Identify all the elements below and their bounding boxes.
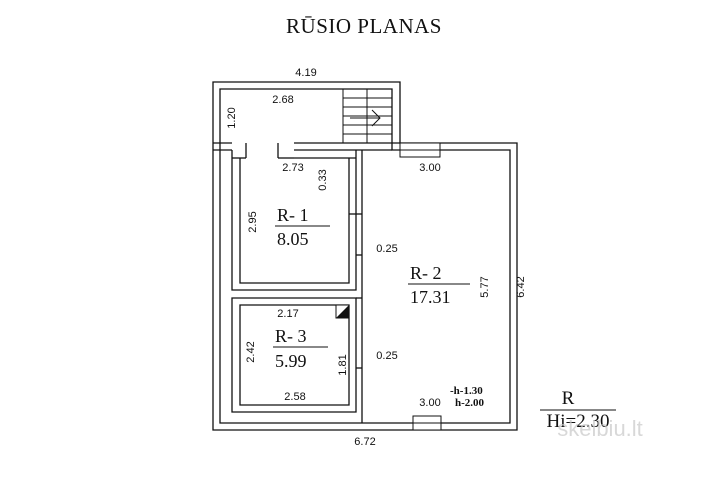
dimension-labels: 4.19 2.68 1.20 2.73 2.95 0.33 0.25 3.00 … xyxy=(226,67,527,448)
dim-r3-bottom: 2.58 xyxy=(284,391,305,403)
dim-r1-width: 2.73 xyxy=(282,162,303,174)
dim-r1-height: 2.95 xyxy=(247,211,259,232)
windows xyxy=(399,142,442,431)
dim-r3-top: 2.17 xyxy=(277,308,298,320)
legend-label: R xyxy=(562,388,575,409)
room-area: 8.05 xyxy=(277,229,309,249)
room-labels: R- 1 8.05 R- 2 17.31 R- 3 5.99 xyxy=(273,205,470,371)
dim-r3-left: 2.42 xyxy=(245,341,257,362)
room-id: R- 2 xyxy=(410,263,442,283)
dim-r2-right: 5.77 xyxy=(479,276,491,297)
room-area: 17.31 xyxy=(410,287,451,307)
dim-r2-top: 3.00 xyxy=(419,162,440,174)
dim-stair-depth: 1.20 xyxy=(226,107,238,128)
dim-wall-181: 1.81 xyxy=(337,354,349,375)
room-area: 5.99 xyxy=(275,351,307,371)
interior-walls xyxy=(213,142,400,423)
room-id: R- 3 xyxy=(275,326,307,346)
dim-top-total: 4.19 xyxy=(295,67,316,79)
dim-r2-bottom: 3.00 xyxy=(419,397,440,409)
dim-overall-bottom: 6.72 xyxy=(354,436,375,448)
plan-title: RŪSIO PLANAS xyxy=(286,14,442,38)
dim-wall-025-upper: 0.25 xyxy=(376,243,397,255)
legend: R Hi=2.30 xyxy=(540,388,616,432)
chimney xyxy=(335,304,350,319)
legend-height: Hi=2.30 xyxy=(547,411,610,432)
dim-wall-033: 0.33 xyxy=(317,169,329,190)
level-h1: -h-1.30 xyxy=(450,385,483,397)
staircase xyxy=(342,88,393,144)
room-id: R- 1 xyxy=(277,205,309,225)
dim-stair-width: 2.68 xyxy=(272,94,293,106)
dim-overall-right: 6.42 xyxy=(515,276,527,297)
level-h2: h-2.00 xyxy=(455,397,485,409)
dim-wall-025-lower: 0.25 xyxy=(376,350,397,362)
watermark: skelbiu.lt xyxy=(557,416,643,441)
level-marks: -h-1.30 h-2.00 xyxy=(450,385,485,409)
